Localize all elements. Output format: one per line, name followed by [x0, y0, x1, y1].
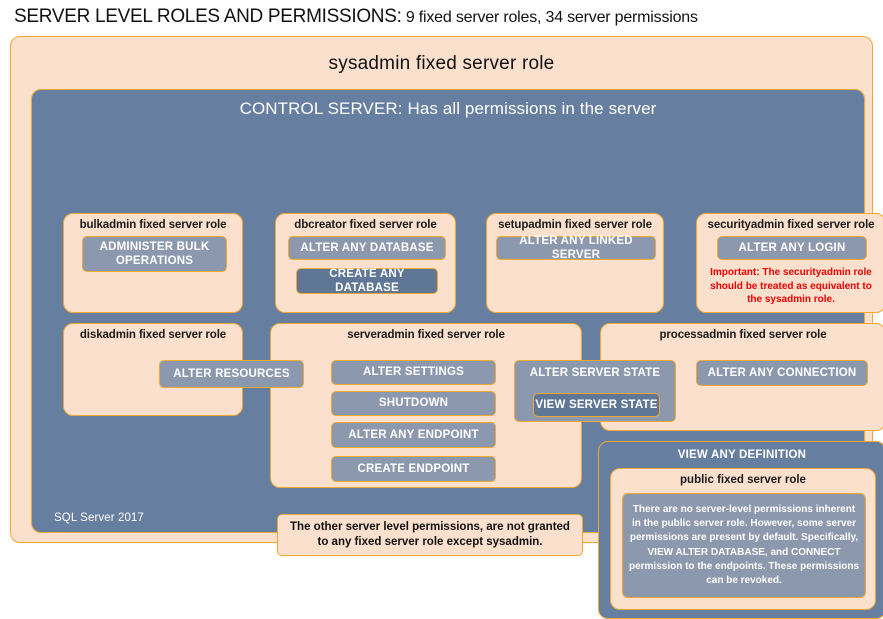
role-box-bulkadmin: bulkadmin fixed server role ADMINISTER B… — [63, 213, 243, 313]
control-server-panel: CONTROL SERVER: Has all permissions in t… — [31, 89, 883, 619]
page-title-main: SERVER LEVEL ROLES AND PERMISSIONS: — [14, 6, 402, 27]
permission-alter-settings: ALTER SETTINGS — [331, 360, 496, 385]
permission-create-any-database: CREATE ANY DATABASE — [296, 268, 438, 294]
public-role-description-note: There are no server-level permissions in… — [622, 493, 866, 598]
securityadmin-important-note: Important: The securityadmin role should… — [710, 267, 872, 305]
other-server-permissions-note: The other server level permissions, are … — [277, 514, 583, 556]
sysadmin-role-label: sysadmin fixed server role — [328, 53, 555, 74]
permission-create-endpoint: CREATE ENDPOINT — [331, 456, 496, 482]
permission-view-server-state: VIEW SERVER STATE — [533, 393, 660, 417]
role-label-bulkadmin: bulkadmin fixed server role — [79, 219, 227, 231]
permission-view-any-definition-label: VIEW ANY DEFINITION — [677, 449, 807, 461]
permission-administer-bulk-operations: ADMINISTER BULK OPERATIONS — [82, 236, 227, 272]
role-box-securityadmin: securityadmin fixed server role ALTER AN… — [696, 213, 883, 313]
role-box-public: public fixed server role There are no se… — [610, 468, 876, 610]
role-label-processadmin: processadmin fixed server role — [659, 329, 827, 341]
page-title-subtitle: 9 fixed server roles, 34 server permissi… — [401, 9, 698, 26]
role-label-securityadmin: securityadmin fixed server role — [707, 219, 875, 231]
permission-alter-any-database: ALTER ANY DATABASE — [288, 236, 446, 260]
role-label-dbcreator: dbcreator fixed server role — [294, 219, 437, 231]
role-label-diskadmin: diskadmin fixed server role — [79, 329, 227, 341]
sql-server-version-label: SQL Server 2017 — [54, 512, 144, 524]
permission-shutdown: SHUTDOWN — [331, 391, 496, 416]
permission-alter-any-connection: ALTER ANY CONNECTION — [696, 360, 868, 386]
sysadmin-fixed-server-role-panel: sysadmin fixed server role CONTROL SERVE… — [10, 36, 883, 619]
role-label-public: public fixed server role — [680, 474, 806, 486]
view-any-definition-panel: VIEW ANY DEFINITION public fixed server … — [598, 441, 883, 619]
permission-alter-resources: ALTER RESOURCES — [159, 360, 304, 388]
control-server-label: CONTROL SERVER: Has all permissions in t… — [239, 99, 657, 118]
role-box-dbcreator: dbcreator fixed server role ALTER ANY DA… — [275, 213, 456, 313]
permission-alter-any-linked-server: ALTER ANY LINKED SERVER — [496, 235, 656, 261]
permission-alter-any-endpoint: ALTER ANY ENDPOINT — [331, 422, 496, 448]
role-box-setupadmin: setupadmin fixed server role ALTER ANY L… — [486, 213, 664, 313]
page-title: SERVER LEVEL ROLES AND PERMISSIONS: 9 fi… — [14, 6, 698, 28]
role-label-serveradmin: serveradmin fixed server role — [347, 329, 505, 341]
role-label-setupadmin: setupadmin fixed server role — [498, 219, 652, 231]
permission-alter-any-login: ALTER ANY LOGIN — [717, 236, 867, 260]
